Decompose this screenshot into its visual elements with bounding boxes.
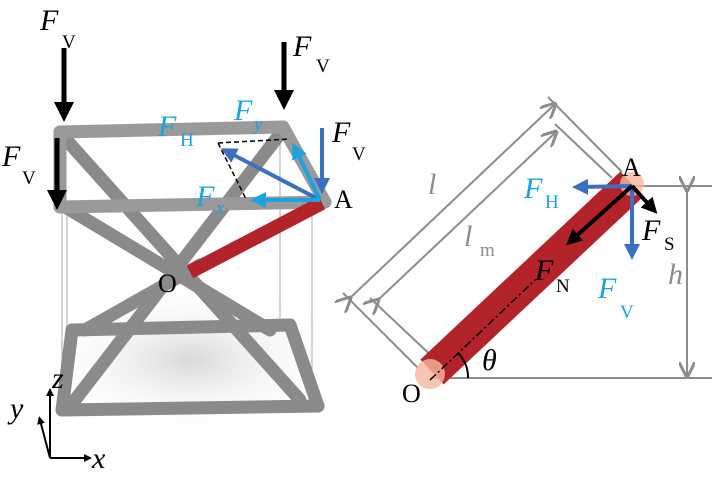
fy-arrow [292,142,322,201]
svg-text:V: V [352,144,366,165]
svg-text:H: H [180,130,194,151]
svg-text:N: N [556,276,570,297]
label-fn: F [534,254,554,287]
svg-text:V: V [22,168,36,189]
svg-text:V: V [62,32,76,53]
label-fh: F [157,110,177,143]
label-point-a: A [334,185,353,214]
label-fh-right: F [523,172,543,205]
axis-y: y [7,392,24,425]
svg-text:V: V [620,302,634,323]
strut-oa [186,196,326,279]
svg-text:y: y [252,114,263,135]
fh-arrow [220,148,321,202]
svg-text:V: V [316,56,330,77]
fh-arrow-right [572,178,633,195]
label-point-o: O [158,269,177,298]
label-fs: F [641,214,661,247]
label-h: h [668,258,683,291]
angle-arc [457,352,470,379]
svg-text:S: S [664,234,675,255]
svg-text:m: m [480,240,495,261]
axis-x: x [91,442,106,475]
label-fv-a: F [331,116,351,149]
lattice-cell [30,120,350,440]
label-fx: F [195,180,215,213]
axis-z: z [51,362,64,395]
svg-text:x: x [215,198,225,219]
strut-schematic: l l m h θ F H F V F S F N A O [343,96,712,408]
label-point-o-right: O [402,379,421,408]
label-l: l [428,168,436,201]
label-fy: F [233,94,253,127]
label-lm: l [464,220,472,253]
fn-arrow [566,184,634,246]
label-fv-right: F [597,272,617,305]
label-fv-1: F [39,4,59,37]
label-fv-2: F [292,30,312,63]
label-point-a-right: A [622,153,641,182]
left-forces: F V F V F V F V F H F y F x A O [1,4,366,298]
label-fv-3: F [1,140,21,173]
fs-arrow [630,184,658,214]
label-theta: θ [482,344,497,377]
axes-triad: z y x [7,362,106,475]
svg-text:H: H [545,192,559,213]
